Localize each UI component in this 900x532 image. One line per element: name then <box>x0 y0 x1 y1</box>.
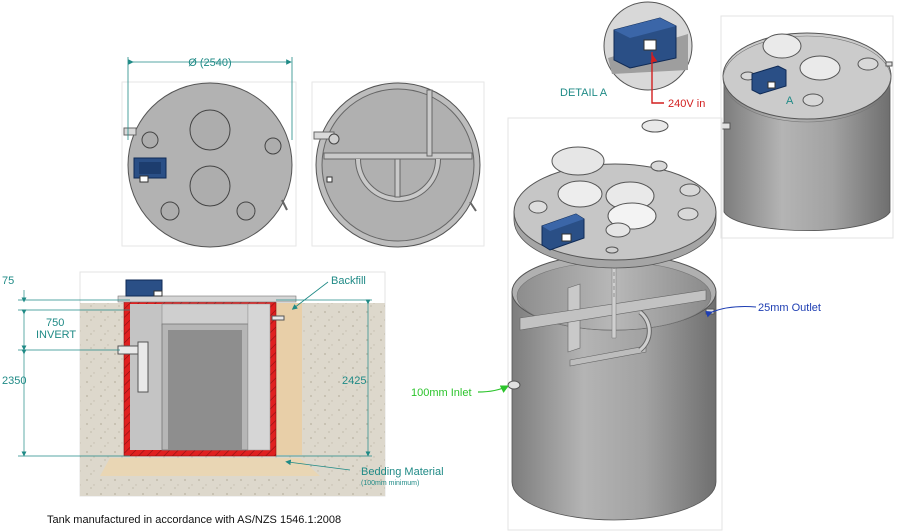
control-box-icon <box>751 65 787 95</box>
height-left-label: 2350 <box>2 375 26 387</box>
top-view-lid: Ø (2540) <box>121 57 297 248</box>
bedding-note-label: (100mm minimum) <box>361 480 419 487</box>
section-view: 75 750 INVERT 2350 2425 Backfill Bedding… <box>2 271 444 497</box>
top-view-internal <box>311 81 485 248</box>
assembled-tank-view: A <box>720 15 894 239</box>
control-box-icon <box>133 157 167 183</box>
invert-word-label: INVERT <box>36 329 76 341</box>
control-box-icon <box>613 17 677 69</box>
control-box-icon <box>541 213 585 251</box>
backfill-label: Backfill <box>331 275 366 287</box>
detail-label: DETAIL A <box>560 87 608 99</box>
diameter-label: Ø (2540) <box>188 57 231 69</box>
detail-a-view: 240V in DETAIL A <box>560 1 705 110</box>
invert-value-label: 750 <box>46 317 64 329</box>
top-offset-label: 75 <box>2 275 14 287</box>
callout-label: A <box>786 95 794 107</box>
inlet-label: 100mm Inlet <box>411 387 472 399</box>
power-label: 240V in <box>668 98 705 110</box>
height-right-label: 2425 <box>342 375 366 387</box>
standard-compliance-note: Tank manufactured in accordance with AS/… <box>47 514 342 526</box>
exploded-tank-view: 25mm Outlet 100mm Inlet <box>411 117 821 531</box>
bedding-label: Bedding Material <box>361 466 444 478</box>
inlet-pipe-icon <box>507 380 521 390</box>
pipe-icon <box>123 127 137 136</box>
control-box-icon <box>125 279 163 297</box>
outlet-label: 25mm Outlet <box>758 302 821 314</box>
